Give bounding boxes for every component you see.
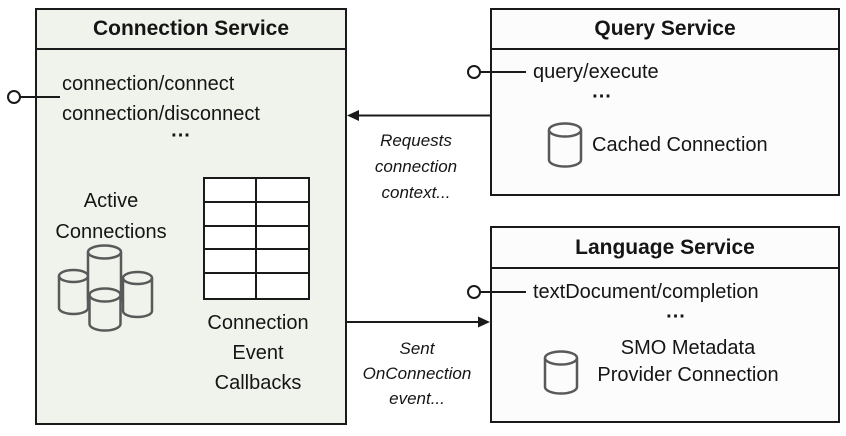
method-query-execute: query/execute <box>533 61 659 83</box>
callbacks-label: Connection Event Callbacks <box>178 308 338 398</box>
connection-methods-ellipsis: ... <box>171 119 191 142</box>
callbacks-table-cell <box>257 274 309 298</box>
callbacks-label-line1: Connection <box>207 312 309 334</box>
smo-metadata-connection-label: SMO Metadata Provider Connection <box>563 335 813 389</box>
callbacks-table-cell <box>205 274 257 298</box>
flow2-line3: event... <box>389 389 445 408</box>
connection-service-title: Connection Service <box>37 10 345 50</box>
sent-onconnection-event-label: Sent OnConnection event... <box>347 336 487 411</box>
method-connection-disconnect: connection/disconnect <box>62 103 260 125</box>
flow1-line2: connection <box>374 157 458 176</box>
query-methods-ellipsis: ... <box>592 80 612 103</box>
callbacks-table-cell <box>205 202 257 227</box>
active-connections-line1: Active <box>83 190 139 212</box>
flow2-line1: Sent <box>399 339 435 358</box>
callbacks-table-cell <box>205 226 257 251</box>
language-service-box: Language Service <box>490 226 840 423</box>
cached-connection-label: Cached Connection <box>592 134 768 156</box>
smo-label-line2: Provider Connection <box>597 364 779 386</box>
flow1-line1: Requests <box>380 131 452 150</box>
arrow-query-to-connection <box>347 110 490 121</box>
query-service-title: Query Service <box>492 10 838 50</box>
arrow-connection-to-language <box>347 316 490 328</box>
requests-connection-context-label: Requests connection context... <box>351 128 481 206</box>
flow1-line3: context... <box>381 183 451 202</box>
method-connection-connect: connection/connect <box>62 73 235 95</box>
callbacks-table-cell <box>205 250 257 275</box>
language-methods-ellipsis: ... <box>666 300 686 323</box>
active-connections-line2: Connections <box>55 221 167 243</box>
language-service-title: Language Service <box>492 228 838 269</box>
callbacks-table-cell <box>205 179 257 203</box>
smo-label-line1: SMO Metadata <box>620 337 756 359</box>
connection-callbacks-table-icon <box>203 177 310 300</box>
callbacks-label-line3: Callbacks <box>214 372 302 394</box>
callbacks-table-cell <box>256 179 308 203</box>
query-service-box: Query Service <box>490 8 840 196</box>
callbacks-table-cell <box>256 227 308 251</box>
flow2-line2: OnConnection <box>362 364 472 383</box>
callbacks-label-line2: Event <box>232 342 284 364</box>
method-textdocument-completion: textDocument/completion <box>533 281 759 303</box>
callbacks-table-cell <box>256 203 308 227</box>
callbacks-table-cell <box>256 250 308 275</box>
active-connections-label: Active Connections <box>31 186 191 248</box>
